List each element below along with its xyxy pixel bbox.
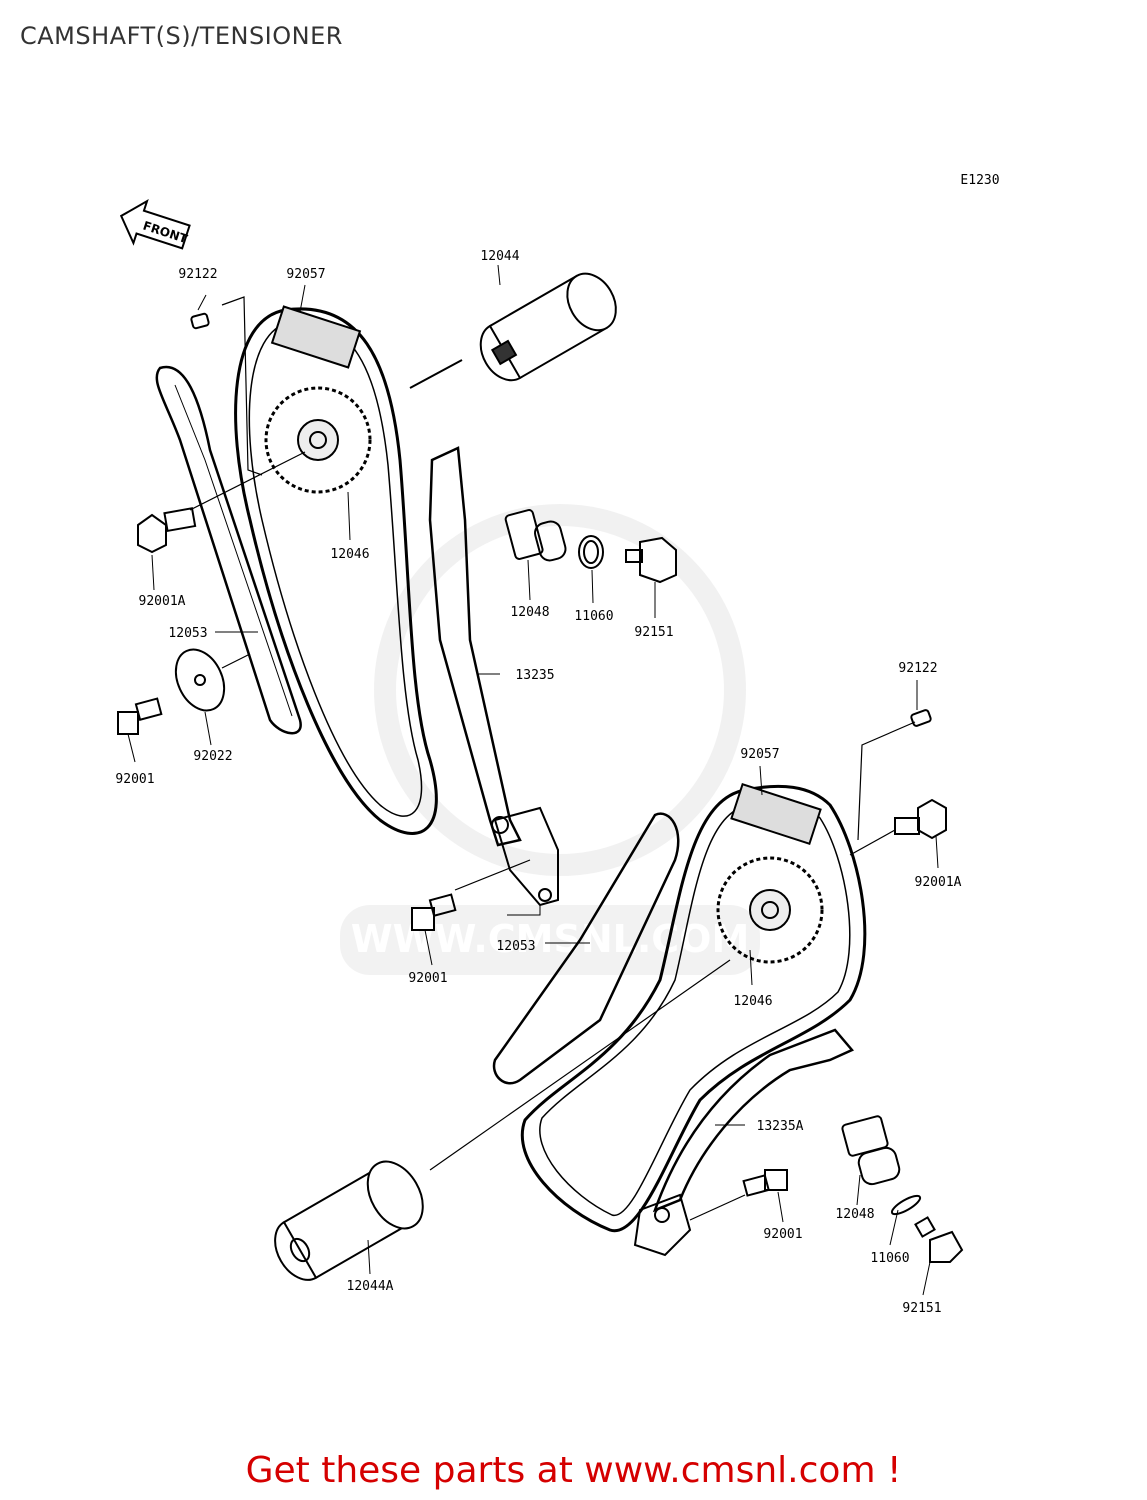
part-label[interactable]: 13235: [515, 668, 554, 683]
part-label[interactable]: 92057: [740, 747, 779, 762]
part-label[interactable]: 11060: [574, 609, 613, 624]
part-label[interactable]: 92022: [193, 749, 232, 764]
part-label[interactable]: 12046: [330, 547, 369, 562]
part-label[interactable]: 12046: [733, 994, 772, 1009]
watermark-logo: WWW.CMSNL.COM: [340, 504, 760, 975]
tensioner-12048-upper: [504, 509, 567, 562]
cam-chain-upper: [234, 307, 438, 835]
part-label[interactable]: 92001: [763, 1227, 802, 1242]
part-label[interactable]: 12048: [835, 1207, 874, 1222]
svg-text:WWW.CMSNL.COM: WWW.CMSNL.COM: [351, 917, 750, 961]
part-label[interactable]: 12053: [496, 939, 535, 954]
part-label[interactable]: 92057: [286, 267, 325, 282]
diagram-code: E1230: [960, 173, 999, 188]
part-label[interactable]: 12053: [168, 626, 207, 641]
part-label[interactable]: 92151: [634, 625, 673, 640]
part-label[interactable]: 92122: [898, 661, 937, 676]
promo-link[interactable]: Get these parts at www.cmsnl.com !: [245, 1450, 902, 1491]
parts-diagram: WWW.CMSNL.COM E1230 FRONT: [115, 173, 999, 1316]
part-label[interactable]: 92001A: [915, 875, 962, 890]
upper-assembly: [117, 264, 677, 916]
camshaft-lower: [274, 1160, 424, 1281]
part-labels: 92122 92057 12044 12046 92001A 12053 920…: [115, 249, 961, 1316]
part-label[interactable]: 92001: [408, 971, 447, 986]
part-label[interactable]: 12048: [510, 605, 549, 620]
front-arrow-icon: FRONT: [119, 199, 191, 250]
page-title: CAMSHAFT(S)/TENSIONER: [20, 22, 343, 50]
lower-assembly: [274, 680, 964, 1296]
part-label[interactable]: 12044: [480, 249, 519, 264]
part-label[interactable]: 92001A: [139, 594, 186, 609]
part-label[interactable]: 11060: [870, 1251, 909, 1266]
part-label[interactable]: 92122: [178, 267, 217, 282]
part-label[interactable]: 12044A: [347, 1279, 394, 1294]
part-label[interactable]: 92151: [902, 1301, 941, 1316]
part-label[interactable]: 13235A: [757, 1119, 804, 1134]
part-label[interactable]: 92001: [115, 772, 154, 787]
camshaft-upper: [479, 272, 617, 382]
bolt-92001A-upper: [137, 451, 306, 554]
